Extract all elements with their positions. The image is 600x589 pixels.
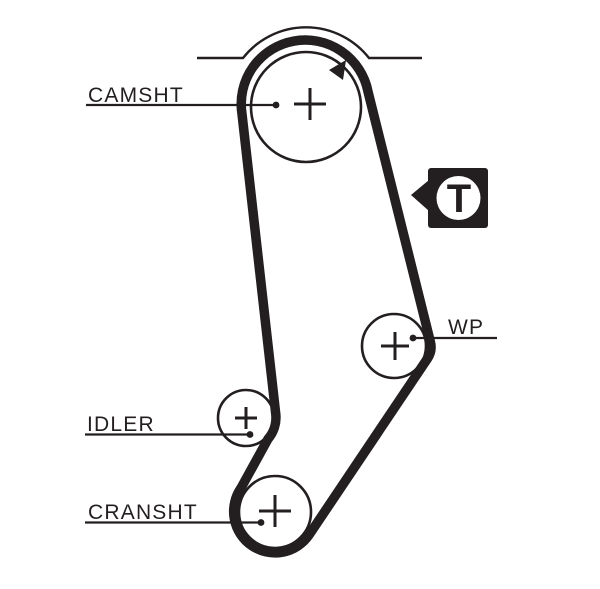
crankshaft-label: CRANSHT — [88, 501, 198, 524]
crankshaft-pulley — [237, 474, 313, 550]
idler-leader-dot — [246, 431, 254, 438]
tensioner-marker-pointer — [411, 180, 429, 211]
timing-belt — [228, 35, 436, 558]
crankshaft-leader-dot — [257, 519, 265, 526]
water-pump-pulley — [360, 312, 428, 380]
water-pump-label: WP — [448, 316, 484, 339]
tensioner-marker-icon: T — [411, 168, 488, 228]
water-pump-cross-mark — [381, 332, 409, 360]
idler-label: IDLER — [87, 413, 155, 436]
tensioner-marker-letter: T — [447, 177, 471, 221]
idler-pulley — [216, 388, 276, 448]
camshaft-pulley — [249, 50, 363, 164]
camshaft-label: CAMSHT — [88, 84, 184, 107]
engine-cover-outline — [197, 26, 422, 60]
camshaft-leader-dot — [272, 101, 280, 109]
water-pump-leader-dot — [409, 334, 417, 342]
camshaft-cross-mark — [294, 88, 326, 120]
tensioner-marker-circle — [436, 176, 481, 220]
crankshaft-cross-mark — [259, 495, 291, 527]
idler-cross-mark — [235, 407, 257, 429]
